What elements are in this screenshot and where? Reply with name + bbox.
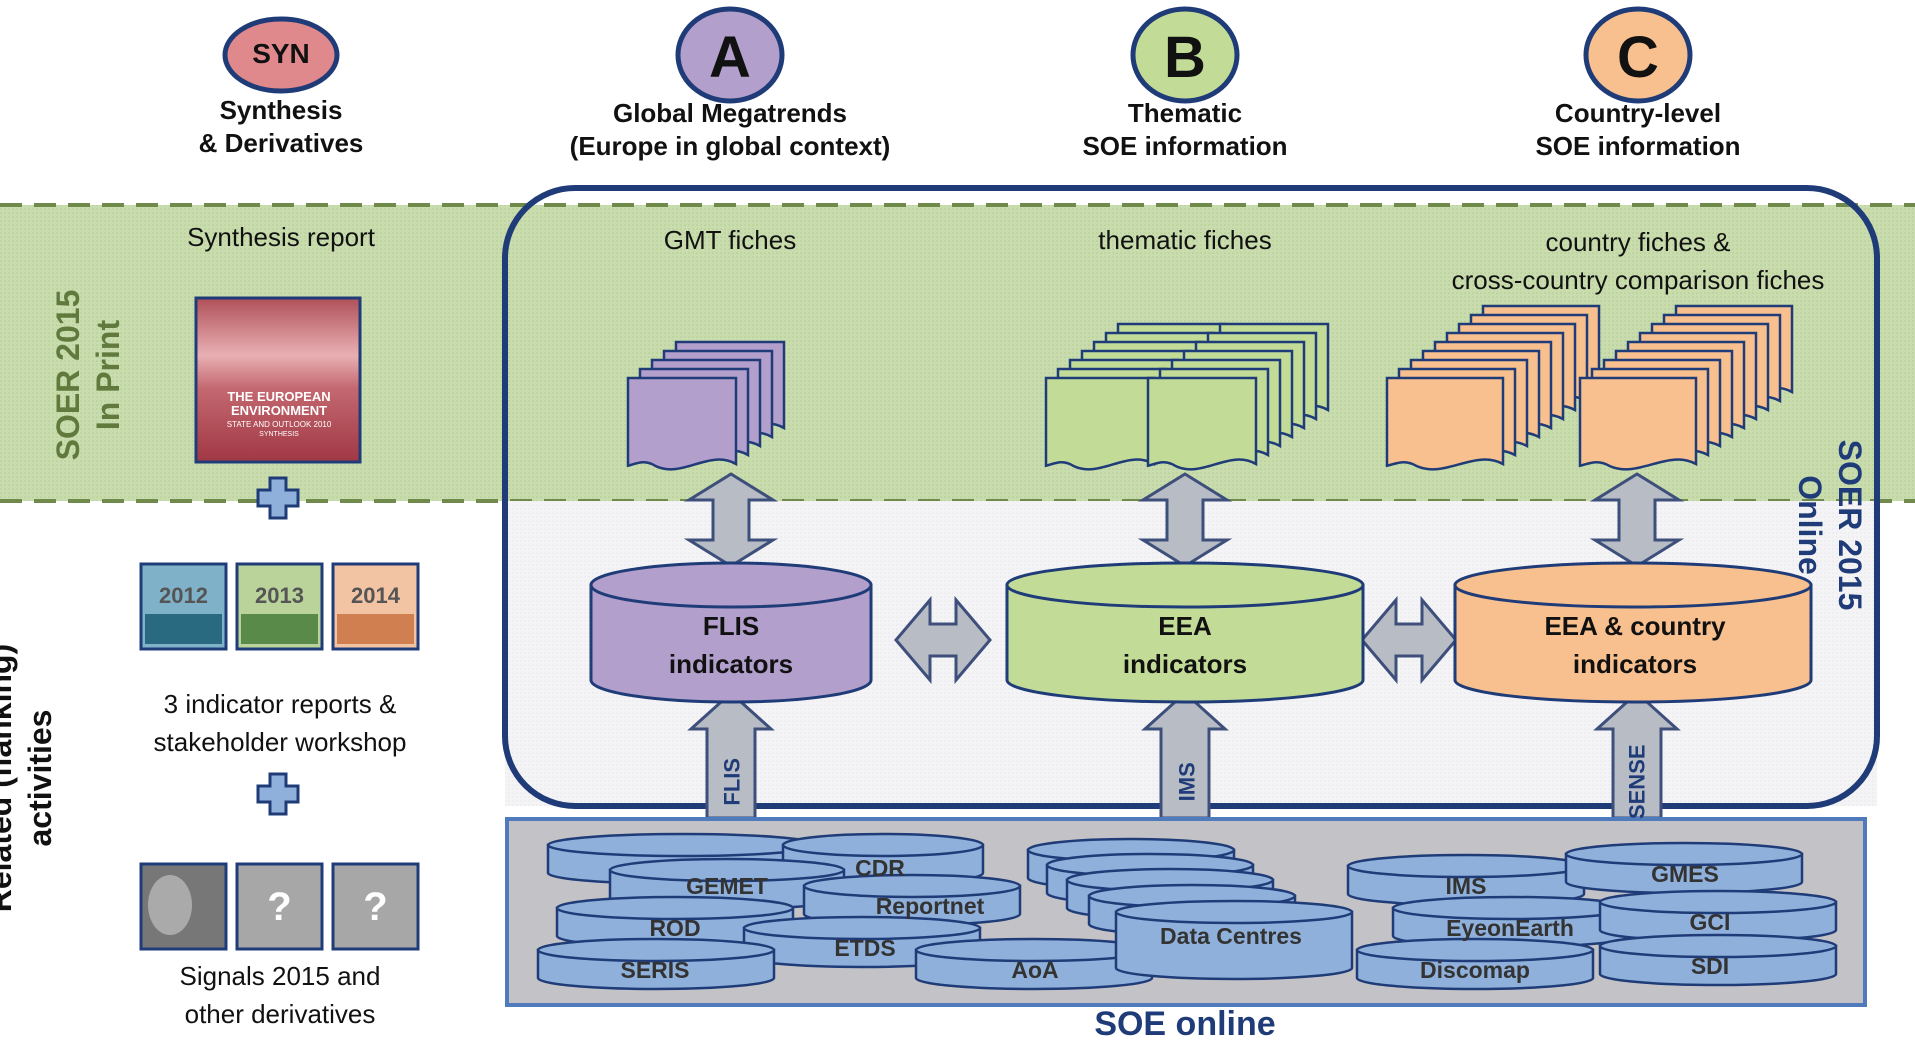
b-title: Thematic SOE information xyxy=(1030,97,1340,162)
c-badge xyxy=(1583,6,1693,104)
country-indicators-line1: EEA & country xyxy=(1544,611,1726,641)
db-data-centres-shape xyxy=(1114,899,1354,981)
gmt-fiche-stack xyxy=(626,340,786,471)
signals-line1: Signals 2015 and xyxy=(179,961,381,991)
db-gci-label: GCI xyxy=(1689,909,1731,935)
a-title-line1: Global Megatrends xyxy=(612,98,848,128)
country-fiches-line1: country fiches & xyxy=(1545,227,1731,257)
syn-badge xyxy=(222,16,340,94)
country-indicators-line2: indicators xyxy=(1572,648,1698,679)
gmt-fiches-label: GMT fiches xyxy=(663,225,797,255)
db-discomap-shape xyxy=(1355,937,1595,991)
db-rod-label: ROD xyxy=(649,915,701,941)
cover-title-line2: ENVIRONMENT xyxy=(230,403,328,419)
soe-online-label: SOE online xyxy=(1094,1005,1276,1043)
print-band-label-line1: SOER 2015 xyxy=(50,289,86,461)
flis-eea-double-arrow xyxy=(894,595,992,685)
cover-title: THE EUROPEAN ENVIRONMENT xyxy=(204,389,354,419)
flow-flis-label: FLIS xyxy=(719,757,745,806)
db-eyeonearth-label: EyeonEarth xyxy=(1446,915,1574,941)
db-data-centres-label: Data Centres xyxy=(1160,923,1302,949)
db-seris-shape xyxy=(536,937,776,991)
eea-indicators-cylinder xyxy=(1005,561,1365,704)
db-aoa-shape xyxy=(914,937,1154,991)
plus-icon xyxy=(256,476,300,520)
a-title: Global Megatrends (Europe in global cont… xyxy=(520,97,940,162)
c-title-line2: SOE information xyxy=(1535,130,1741,161)
db-reportnet-label: Reportnet xyxy=(875,893,985,919)
unknown-mark-2: ? xyxy=(363,885,388,929)
flis-indicators-cylinder xyxy=(589,561,873,704)
unknown-derivative-1 xyxy=(235,862,324,951)
eea-indicators-label: EEA indicators xyxy=(1025,608,1345,683)
db-seris-label: SERIS xyxy=(620,957,690,983)
thematic-fiche-stack-2 xyxy=(1146,322,1330,471)
synthesis-report-cover xyxy=(194,296,362,464)
syn-badge-label: SYN xyxy=(252,38,310,69)
db-discomap-label: Discomap xyxy=(1420,957,1530,983)
db-sdi-label: SDI xyxy=(1690,953,1730,979)
flis-indicators-label: FLIS indicators xyxy=(600,608,862,683)
db-sdi-shape xyxy=(1598,933,1838,987)
cover-sub2: SYNTHESIS xyxy=(259,431,299,438)
c-title-line1: Country-level xyxy=(1554,98,1722,128)
a-badge xyxy=(675,6,785,104)
b-badge-label: B xyxy=(1164,25,1206,90)
cover-title-line1: THE EUROPEAN xyxy=(227,389,331,404)
country-fiche-stack-2 xyxy=(1578,304,1794,471)
country-indicators-label: EEA & country indicators xyxy=(1475,608,1795,683)
country-indicators-cylinder xyxy=(1453,561,1813,704)
c-title: Country-level SOE information xyxy=(1480,97,1796,162)
flow-ims-label: IMS xyxy=(1174,762,1200,802)
flis-indicators-line1: FLIS xyxy=(702,611,760,641)
country-fiches-label: country fiches & cross-country compariso… xyxy=(1420,224,1856,299)
country-fiches-line2: cross-country comparison fiches xyxy=(1451,264,1825,295)
db-ims-label: IMS xyxy=(1445,873,1487,899)
signals-label: Signals 2015 and other derivatives xyxy=(120,958,440,1033)
signals-line2: other derivatives xyxy=(184,998,376,1029)
syn-title: Synthesis & Derivatives xyxy=(140,94,422,159)
db-gmes-label: GMES xyxy=(1651,861,1719,887)
online-band-label: SOER 2015 Online xyxy=(1790,375,1870,675)
b-badge xyxy=(1130,6,1240,104)
syn-title-line1: Synthesis xyxy=(219,95,343,125)
online-band-label-line1: SOER 2015 xyxy=(1832,439,1868,611)
db-rod-shape xyxy=(555,895,795,949)
flow-sense-label: SENSE xyxy=(1624,744,1650,820)
related-band-label: Related (flanking) activities xyxy=(0,558,60,998)
indicator-reports-label: 3 indicator reports & stakeholder worksh… xyxy=(110,686,450,761)
db-gmes-shape xyxy=(1564,841,1804,895)
eea-indicators-line2: indicators xyxy=(1122,648,1248,679)
related-band-label-line1: Related (flanking) xyxy=(0,643,18,913)
eea-indicators-line1: EEA xyxy=(1158,611,1212,641)
plus-icon xyxy=(256,772,300,816)
flis-indicators-line2: indicators xyxy=(668,648,794,679)
db-etds-label: ETDS xyxy=(834,935,896,961)
unknown-mark-1: ? xyxy=(267,885,292,929)
indicator-reports-line1: 3 indicator reports & xyxy=(163,689,397,719)
a-title-line2: (Europe in global context) xyxy=(569,130,891,161)
print-band-label-line2: In Print xyxy=(90,319,126,431)
c-badge-label: C xyxy=(1617,25,1659,90)
year-2013-label: 2013 xyxy=(255,583,304,608)
db-gemet-label: GEMET xyxy=(686,873,768,899)
db-aoa-label: AoA xyxy=(1011,957,1059,983)
country-fiche-stack-1 xyxy=(1385,304,1601,471)
cover-subtitle: STATE AND OUTLOOK 2010 xyxy=(226,420,332,429)
syn-title-line2: & Derivatives xyxy=(198,127,364,158)
synthesis-report-label: Synthesis report xyxy=(187,222,375,252)
a-badge-label: A xyxy=(709,25,751,90)
unknown-derivative-2 xyxy=(331,862,420,951)
related-band-label-line2: activities xyxy=(22,709,58,847)
online-band-label-line2: Online xyxy=(1792,475,1828,575)
db-cdr-label: CDR xyxy=(855,855,905,881)
indicator-reports-line2: stakeholder workshop xyxy=(153,726,407,757)
year-2012-label: 2012 xyxy=(159,583,208,608)
year-2014-label: 2014 xyxy=(351,583,400,608)
b-title-line1: Thematic xyxy=(1127,98,1243,128)
b-title-line2: SOE information xyxy=(1082,130,1288,161)
print-band-label: SOER 2015 In Print xyxy=(48,237,128,513)
thematic-fiches-label: thematic fiches xyxy=(1098,225,1272,255)
